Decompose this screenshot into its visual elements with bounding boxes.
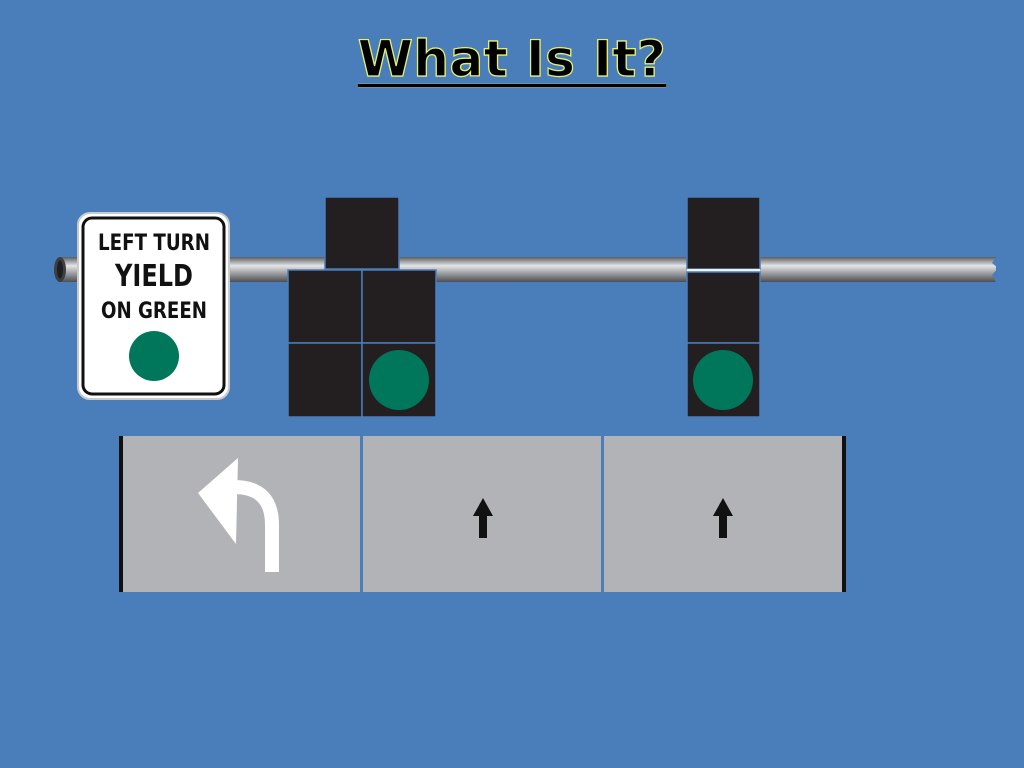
roadway bbox=[119, 436, 846, 592]
up-arrow-icon bbox=[713, 498, 733, 538]
up-arrow-icon bbox=[473, 498, 493, 538]
left-turn-arrow-icon bbox=[198, 458, 279, 572]
green-signal-light-icon bbox=[369, 350, 429, 410]
sign-line-on-green: ON GREEN bbox=[101, 299, 207, 324]
through-signal-head bbox=[686, 196, 761, 418]
page-title: What Is It? bbox=[357, 29, 667, 88]
green-ball-icon bbox=[129, 331, 179, 381]
sign-line-left-turn: LEFT TURN bbox=[98, 231, 210, 256]
left-turn-yield-sign: LEFT TURN YIELD ON GREEN bbox=[77, 212, 230, 400]
green-signal-light-icon bbox=[693, 350, 753, 410]
sign-line-yield: YIELD bbox=[114, 259, 193, 294]
left-turn-signal-head bbox=[287, 196, 437, 418]
